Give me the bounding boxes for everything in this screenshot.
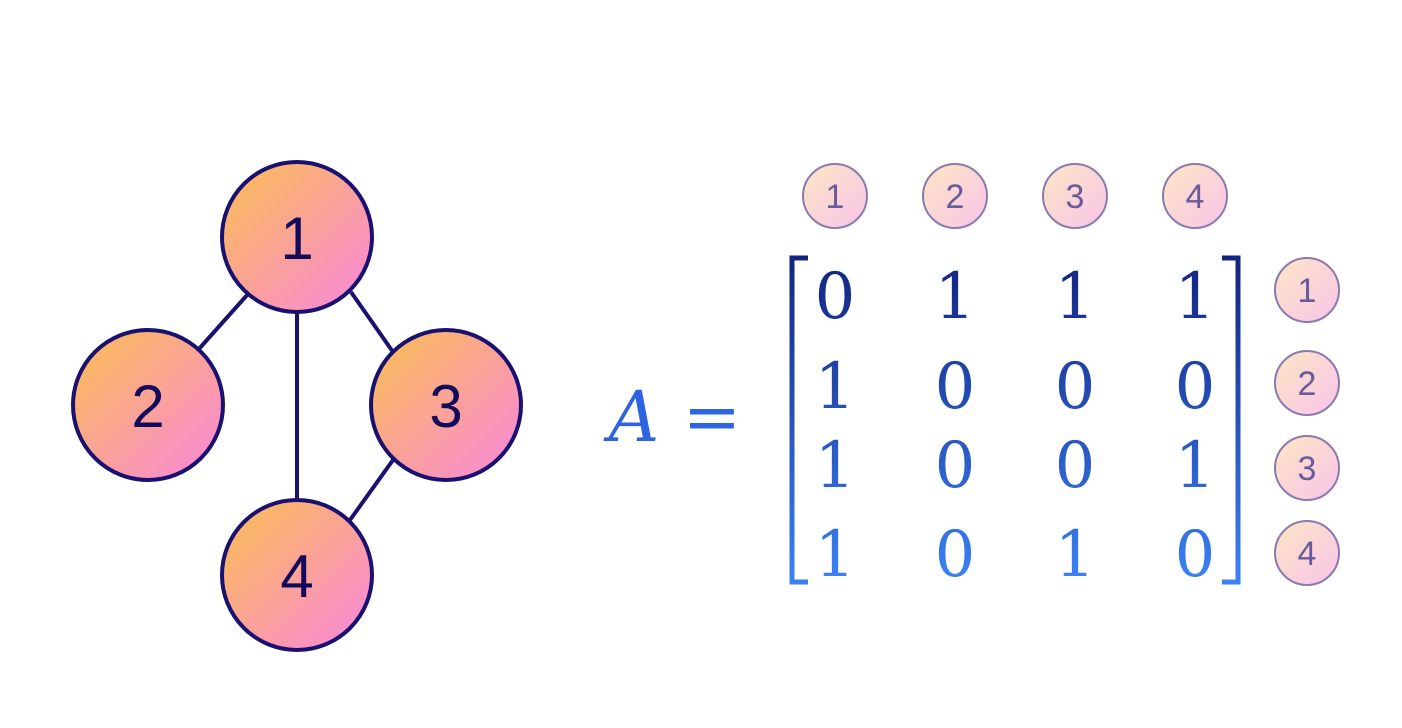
badge-circle (922, 163, 988, 229)
matrix-cell: 0 (1175, 350, 1216, 424)
column-header-1: 1 (802, 163, 868, 229)
matrix-left-bracket (789, 255, 808, 585)
badge-circle (1274, 350, 1340, 416)
graph-node-1: 1 (220, 160, 374, 314)
graph-edges (196, 290, 395, 522)
graph-node-3: 3 (369, 328, 523, 482)
badge-circle (1274, 520, 1340, 586)
matrix-right-bracket (1222, 255, 1241, 585)
node-circle (220, 498, 374, 652)
row-header-1: 1 (1274, 257, 1340, 323)
node-label: 3 (429, 373, 462, 440)
node-circle (71, 328, 225, 482)
matrix-cell: 1 (935, 260, 976, 334)
badge-label: 4 (1298, 535, 1317, 573)
matrix-cell: 1 (815, 350, 856, 424)
badge-circle (802, 163, 868, 229)
column-header-3: 3 (1042, 163, 1108, 229)
matrix-cell: 0 (935, 518, 976, 592)
matrix-cell: 1 (815, 429, 856, 503)
badge-label: 3 (1298, 450, 1317, 488)
node-label: 1 (280, 205, 313, 272)
matrix-variable: A (603, 376, 660, 458)
matrix-cell: 1 (1175, 429, 1216, 503)
badge-circle (1274, 257, 1340, 323)
graph-node-2: 2 (71, 328, 225, 482)
matrix-cell: 0 (1055, 429, 1096, 503)
edge-3-4 (348, 458, 395, 522)
badge-label: 3 (1066, 178, 1085, 216)
matrix-cell: 0 (935, 350, 976, 424)
badge-label: 2 (946, 178, 965, 216)
matrix-cell: 1 (815, 518, 856, 592)
column-header-2: 2 (922, 163, 988, 229)
badge-label: 1 (826, 178, 845, 216)
row-header-3: 3 (1274, 435, 1340, 501)
node-label: 2 (131, 373, 164, 440)
matrix-cell: 1 (1055, 518, 1096, 592)
equals-sign: = (683, 376, 742, 458)
node-circle (369, 328, 523, 482)
graph-node-4: 4 (220, 498, 374, 652)
matrix-cell: 0 (815, 260, 856, 334)
edge-1-3 (349, 290, 395, 354)
matrix-cell: 0 (1175, 518, 1216, 592)
matrix-cell: 1 (1055, 260, 1096, 334)
badge-label: 4 (1186, 178, 1205, 216)
column-header-4: 4 (1162, 163, 1228, 229)
matrix-entries: 0 1 1 1 1 0 0 0 1 0 0 1 1 0 1 0 (815, 260, 1216, 592)
badge-label: 2 (1298, 365, 1317, 403)
node-label: 4 (280, 543, 313, 610)
row-header-2: 2 (1274, 350, 1340, 416)
edge-1-2 (196, 292, 250, 352)
badge-circle (1042, 163, 1108, 229)
badge-circle (1162, 163, 1228, 229)
matrix-cell: 0 (1055, 350, 1096, 424)
matrix-cell: 0 (935, 429, 976, 503)
badge-circle (1274, 435, 1340, 501)
badge-label: 1 (1298, 272, 1317, 310)
node-circle (220, 160, 374, 314)
matrix-cell: 1 (1175, 260, 1216, 334)
row-header-4: 4 (1274, 520, 1340, 586)
